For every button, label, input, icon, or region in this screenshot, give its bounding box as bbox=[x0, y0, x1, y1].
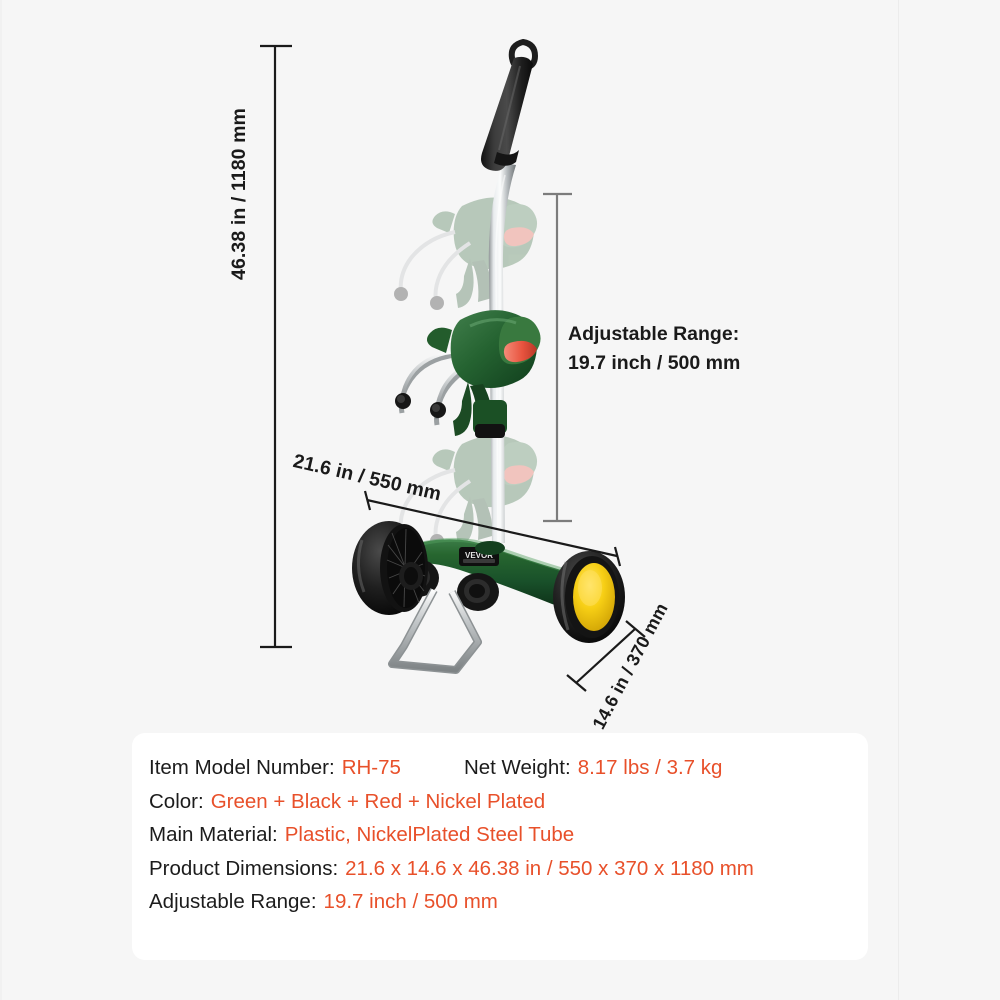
dimension-line-height bbox=[260, 44, 292, 649]
specification-card: Item Model Number: RH-75 Net Weight: 8.17 l… bbox=[132, 733, 868, 960]
weeder-head bbox=[395, 310, 541, 438]
dimension-line-depth bbox=[566, 620, 646, 692]
background-seam-left bbox=[0, 0, 2, 1000]
spec-pair: Product Dimensions:21.6 x 14.6 x 46.38 i… bbox=[149, 852, 754, 886]
spec-key: Main Material: bbox=[149, 823, 278, 846]
spec-value: RH-75 bbox=[341, 756, 401, 779]
spec-key: Color: bbox=[149, 789, 204, 813]
spec-key: Net Weight: bbox=[463, 756, 571, 779]
spec-row: Color:Green + Black + Red + Nickel Plate… bbox=[149, 785, 858, 819]
dimension-label-height: 46.38 in / 1180 mm bbox=[228, 108, 250, 280]
spec-pair: Color:Green + Black + Red + Nickel Plate… bbox=[149, 785, 545, 819]
base-frame: VEVOR bbox=[352, 521, 625, 674]
spec-key: Item Model Number: bbox=[149, 756, 335, 779]
spec-row: Main Material: Plastic, NickelPlated Stee… bbox=[149, 818, 858, 852]
dimension-line-width bbox=[363, 490, 622, 567]
spec-value: Plastic, NickelPlated Steel Tube bbox=[284, 823, 575, 846]
spec-row: Adjustable Range: 19.7 inch / 500 mm bbox=[149, 885, 858, 919]
background-seam-right bbox=[898, 0, 899, 1000]
product-illustration: VEVOR bbox=[260, 38, 646, 692]
adjustable-range-value: 19.7 inch / 500 mm bbox=[568, 352, 741, 374]
spec-pair: Item Model Number: RH-75 bbox=[149, 751, 401, 785]
spec-key: Product Dimensions: bbox=[149, 856, 339, 880]
spec-pair: Adjustable Range: 19.7 inch / 500 mm bbox=[149, 885, 498, 919]
spec-value: 19.7 inch / 500 mm bbox=[323, 890, 498, 913]
spec-key: Adjustable Range: bbox=[149, 890, 317, 913]
wheel-left bbox=[352, 521, 428, 615]
svg-text:VEVOR: VEVOR bbox=[465, 551, 493, 560]
adjustable-range-callout: Adjustable Range: 19.7 inch / 500 mm bbox=[568, 320, 740, 378]
spec-value: 21.6 x 14.6 x 46.38 in / 550 x 370 x 118… bbox=[345, 856, 754, 880]
handle-grip bbox=[481, 38, 539, 171]
spec-value: 8.17 lbs / 3.7 kg bbox=[577, 756, 723, 779]
specification-list: Item Model Number: RH-75 Net Weight: 8.17 l… bbox=[149, 751, 858, 919]
adjustable-range-title: Adjustable Range: bbox=[568, 323, 740, 345]
spec-value: Green + Black + Red + Nickel Plated bbox=[210, 789, 546, 813]
ghost-head-upper bbox=[394, 197, 538, 310]
spec-pair: Net Weight: 8.17 lbs / 3.7 kg bbox=[464, 751, 722, 785]
spec-row: Item Model Number: RH-75 Net Weight: 8.17 l… bbox=[149, 751, 858, 785]
spec-pair: Main Material: Plastic, NickelPlated Stee… bbox=[149, 818, 574, 852]
dimension-line-adjustable bbox=[543, 192, 572, 523]
spec-row: Product Dimensions:21.6 x 14.6 x 46.38 i… bbox=[149, 852, 858, 886]
wheel-right bbox=[553, 551, 625, 643]
